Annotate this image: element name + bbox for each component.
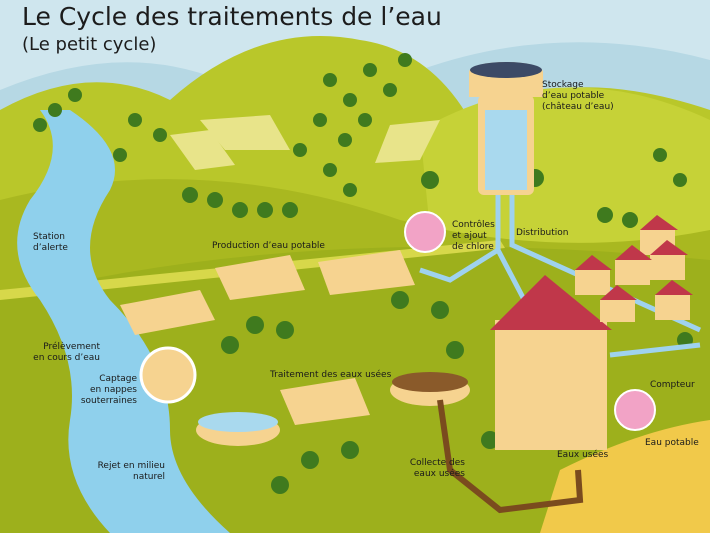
label-traitement: Traitement des eaux usées (270, 370, 392, 380)
label-compteur: Compteur (650, 380, 695, 390)
page-subtitle: (Le petit cycle) (22, 34, 157, 55)
label-production: Production d’eau potable (212, 241, 325, 251)
water-treatment-plant (120, 250, 470, 446)
river (17, 110, 231, 533)
fields-hatched (170, 115, 440, 170)
label-eau-potable: Eau potable (645, 438, 699, 448)
page-title: Le Cycle des traitements de l’eau (22, 2, 442, 31)
houses (490, 215, 693, 450)
label-captage: Captage en nappes souterraines (80, 374, 137, 406)
sand-ground (540, 420, 710, 533)
label-station-alerte: Station d’alerte (33, 232, 68, 253)
label-stockage: Stockage d’eau potable (château d’eau) (542, 80, 614, 112)
chlore-inset (404, 211, 446, 253)
label-controles: Contrôles et ajout de chlore (452, 220, 495, 252)
captage-inset (139, 346, 197, 404)
label-collecte: Collecte des eaux usées (409, 458, 465, 479)
label-prelevement: Prélèvement en cours d’eau (33, 342, 100, 363)
label-distribution: Distribution (516, 228, 569, 238)
label-rejet: Rejet en milieu naturel (97, 461, 165, 482)
compteur-inset (614, 389, 656, 431)
sewer-pipe (437, 399, 584, 514)
water-tower (469, 62, 543, 195)
label-eaux-usees: Eaux usées (557, 450, 609, 460)
